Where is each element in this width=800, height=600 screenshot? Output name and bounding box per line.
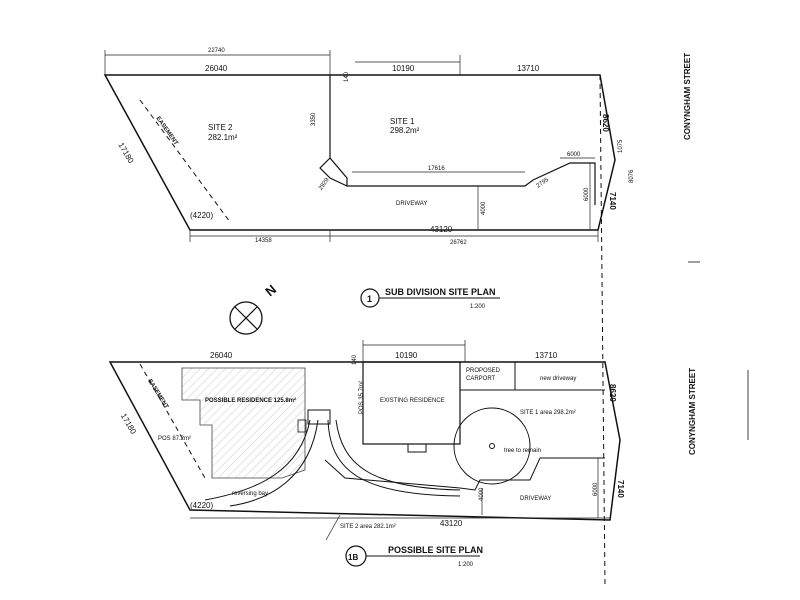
plan2-title-block: 1B POSSIBLE SITE PLAN 1:200 xyxy=(345,545,483,568)
plan1-lot-boundary xyxy=(103,74,616,231)
plan2-street-label: CONYNGHAM STREET xyxy=(688,368,697,455)
carport-label-2: CARPORT xyxy=(466,376,496,382)
plan1-dim-right-notch: 6000 xyxy=(567,152,581,158)
carport-label-1: PROPOSED xyxy=(466,368,501,374)
plan1-street-label: CONYNGHAM STREET xyxy=(683,53,692,140)
plan1-scale: 1:200 xyxy=(470,304,486,310)
plan2-dim-bottom: 43120 xyxy=(440,519,463,528)
north-point: N xyxy=(229,282,279,335)
plan1-dim-bottom: 43120 xyxy=(430,225,453,234)
tree-label: tree to remain xyxy=(504,448,541,454)
plan1-dim-top-right: 13710 xyxy=(517,64,540,73)
plan1-title: SUB DIVISION SITE PLAN xyxy=(385,287,496,297)
plan2-title: POSSIBLE SITE PLAN xyxy=(388,545,483,555)
plan1-dim-small-b: 2929 xyxy=(318,177,331,192)
possible-residence-footprint xyxy=(181,367,306,479)
tree-canopy xyxy=(453,407,531,485)
plan2-dim-bottom-corner: (4220) xyxy=(190,501,213,510)
plan2-number: 1B xyxy=(348,553,358,562)
plan2-dim-lower-right: 7140 xyxy=(616,480,625,498)
plan2-dim-driveway-w2: 6000 xyxy=(593,482,599,496)
plan2-lot-boundary xyxy=(108,361,621,521)
plan2-dim-driveway-w: 4000 xyxy=(479,487,485,501)
plan1-title-block: 1 SUB DIVISION SITE PLAN 1:200 xyxy=(360,287,500,310)
plan1-dim-top-mid: 10190 xyxy=(392,64,415,73)
plan1-dim-small-c: 2795 xyxy=(536,177,551,190)
possible-site-plan: POSSIBLE RESIDENCE 125.8m² POS 87.2m² 26… xyxy=(108,340,697,541)
plan2-dim-top-mid: 10190 xyxy=(395,351,418,360)
plan1-dim-lower-right: 7140 xyxy=(608,192,617,210)
plan2-driveway-label: DRIVEWAY xyxy=(520,496,551,502)
reversing-bay-label: reversing bay xyxy=(232,491,268,497)
plan1-dim-driveway-w: 4000 xyxy=(481,201,487,215)
plan1-site2-area: 282.1m² xyxy=(208,133,238,142)
pos-mid-label: POS 35.7m² xyxy=(359,381,365,414)
plan1-dim-bottom-right: 26762 xyxy=(450,240,467,246)
plan1-dim-small-a: 3350 xyxy=(311,112,317,126)
plan1-dim-gap: 140 xyxy=(344,71,350,82)
plan1-number: 1 xyxy=(367,294,372,304)
plan1-dim-driveway-len: 17616 xyxy=(428,166,445,172)
site1-area-label: SITE 1 area 298.2m² xyxy=(520,410,576,416)
plan1-dim-bottom-left: 14358 xyxy=(255,238,272,244)
plan1-site1-label: SITE 1 xyxy=(390,117,415,126)
plan2-scale: 1:200 xyxy=(458,562,474,568)
site2-area-label: SITE 2 area 282.1m² xyxy=(340,524,396,530)
north-label: N xyxy=(262,282,279,300)
plan1-site2-label: SITE 2 xyxy=(208,123,233,132)
plan2-dim-top-right: 13710 xyxy=(535,351,558,360)
plan1-driveway-label: DRIVEWAY xyxy=(396,201,427,207)
plan1-dim-left-side: 17180 xyxy=(116,141,135,165)
plan1-dim-driveway-w2: 6000 xyxy=(584,187,590,201)
plan2-easement-label: EASEMENT xyxy=(146,378,169,410)
plan2-dim-right-side: 8620 xyxy=(608,384,617,402)
plan1-dim-top-overall: 22740 xyxy=(208,48,225,54)
plan2-dim-gap: 140 xyxy=(352,354,358,365)
plan1-dim-bottom-corner: (4220) xyxy=(190,211,213,220)
plan1-dim-small-d: 1075 xyxy=(618,139,624,153)
plan1-dim-small-e: 8076 xyxy=(629,169,635,183)
possible-residence-label: POSSIBLE RESIDENCE 125.8m² xyxy=(205,397,296,404)
pos-left-label: POS 87.2m² xyxy=(158,436,191,442)
plan1-subdivision-line xyxy=(329,75,596,205)
plan1-dim-right-side: 8620 xyxy=(601,114,610,132)
plan1-site1-area: 298.2m² xyxy=(390,126,420,135)
new-driveway-label: new driveway xyxy=(540,376,576,382)
plan2-dim-left-side: 17180 xyxy=(119,412,138,436)
plan1-easement-label: EASEMENT xyxy=(155,116,179,147)
plan1-dim-top-left: 26040 xyxy=(205,64,228,73)
existing-residence-label: EXISTING RESIDENCE xyxy=(380,398,445,404)
plan2-dim-top-left: 26040 xyxy=(210,351,233,360)
